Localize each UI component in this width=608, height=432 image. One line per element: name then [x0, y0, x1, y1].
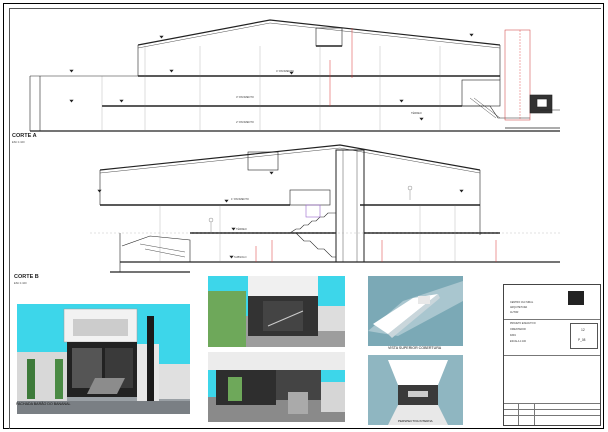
section-a-title: CORTE A	[12, 133, 37, 139]
section-a-scale: ESC 1:100	[12, 141, 25, 144]
roof-view-render	[368, 276, 463, 346]
sheet-number: 12	[581, 328, 585, 332]
logo-mark	[568, 291, 584, 305]
title-block: CENTRO CULTURAL ARQUITETURA AUTOR PROJET…	[503, 284, 601, 426]
drawing-area	[9, 8, 601, 429]
title-line-2: ARQUITETURA	[510, 306, 528, 309]
facade-render	[17, 304, 190, 414]
interior-caption: PERSPECTIVA INTERNA	[398, 419, 433, 423]
title-line-5: DATA	[510, 334, 517, 337]
roof-view-caption: VISTA SUPERIOR COBERTURA	[388, 346, 442, 350]
level-tag-b2: TÉRREO	[236, 228, 247, 231]
level-tag-a3: 2º PAVIMENTO	[236, 121, 254, 124]
facade-caption: FACHADA BARÃO DO BANANAL	[16, 402, 71, 406]
level-tag-a1: 4º PAVIMENTO	[276, 70, 294, 73]
sheet-number-box: 12 P_08	[570, 323, 598, 349]
section-a	[29, 19, 560, 132]
sheet-code: P_08	[578, 338, 586, 342]
section-b-scale: ESC 1:100	[14, 282, 27, 285]
title-project: PROJETO EXECUTIVO	[510, 322, 536, 325]
perspective-render-bottom	[208, 352, 345, 422]
level-tag-b1: 1º PAVIMENTO	[231, 198, 249, 201]
title-line-4: ORIENTADOR	[510, 328, 526, 331]
level-tag-a2: 3º PAVIMENTO	[236, 96, 254, 99]
level-tag-b3: SUBSOLO	[234, 256, 247, 259]
level-tag-a4: TÉRREO	[411, 112, 422, 115]
title-line-6: ESCALA 1:100	[510, 340, 526, 343]
drawing-sheet-border	[3, 3, 604, 429]
interior-render	[368, 355, 463, 425]
title-line-1: CENTRO CULTURAL	[510, 301, 534, 304]
section-b-title: CORTE B	[14, 274, 39, 280]
title-line-3: AUTOR	[510, 311, 519, 314]
perspective-render-top	[208, 276, 345, 347]
section-b	[90, 144, 560, 273]
